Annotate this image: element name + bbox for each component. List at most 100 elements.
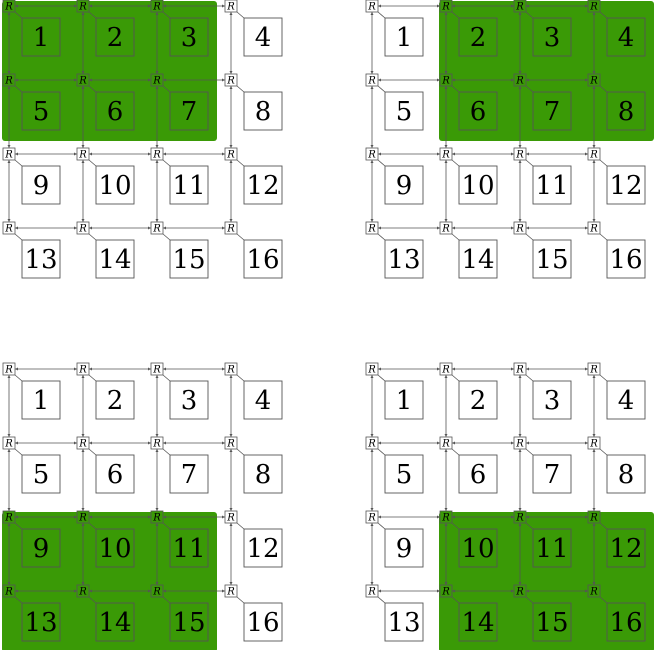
node-label: 9 bbox=[396, 534, 413, 564]
router: R bbox=[150, 221, 164, 235]
router: R bbox=[76, 147, 90, 161]
router: R bbox=[587, 584, 601, 598]
node-7: 7 bbox=[169, 454, 209, 494]
node-label: 8 bbox=[255, 460, 272, 490]
node-label: 1 bbox=[33, 386, 50, 416]
node-14: 14 bbox=[458, 602, 498, 642]
router-label: R bbox=[4, 365, 13, 376]
router: R bbox=[2, 436, 16, 450]
router-label: R bbox=[589, 587, 598, 598]
router: R bbox=[587, 147, 601, 161]
node-label: 10 bbox=[461, 171, 494, 201]
node-1: 1 bbox=[21, 17, 61, 57]
node-label: 15 bbox=[172, 608, 205, 638]
router: R bbox=[76, 221, 90, 235]
router: R bbox=[2, 510, 16, 524]
router-node-link bbox=[14, 374, 23, 382]
router-node-link bbox=[14, 85, 23, 93]
node-label: 1 bbox=[396, 386, 413, 416]
router-node-link bbox=[162, 596, 171, 604]
router-label: R bbox=[4, 513, 13, 524]
node-label: 3 bbox=[544, 386, 561, 416]
node-14: 14 bbox=[95, 602, 135, 642]
router-label: R bbox=[589, 76, 598, 87]
router: R bbox=[224, 0, 238, 13]
router: R bbox=[439, 221, 453, 235]
node-15: 15 bbox=[532, 602, 572, 642]
node-6: 6 bbox=[458, 454, 498, 494]
router-label: R bbox=[78, 365, 87, 376]
router: R bbox=[513, 0, 527, 13]
router-node-link bbox=[14, 159, 23, 167]
router: R bbox=[439, 73, 453, 87]
router-node-link bbox=[162, 448, 171, 456]
router-node-link bbox=[525, 159, 534, 167]
router-node-link bbox=[525, 11, 534, 19]
node-label: 11 bbox=[535, 171, 568, 201]
node-label: 13 bbox=[24, 608, 57, 638]
router-node-link bbox=[88, 448, 97, 456]
router-node-link bbox=[236, 11, 245, 19]
router-label: R bbox=[515, 224, 524, 235]
node-3: 3 bbox=[169, 380, 209, 420]
router: R bbox=[513, 147, 527, 161]
router: R bbox=[365, 510, 379, 524]
router-node-link bbox=[599, 448, 608, 456]
node-10: 10 bbox=[95, 165, 135, 205]
node-label: 10 bbox=[461, 534, 494, 564]
node-1: 1 bbox=[384, 17, 424, 57]
router-label: R bbox=[441, 76, 450, 87]
router: R bbox=[224, 73, 238, 87]
router-label: R bbox=[515, 587, 524, 598]
router: R bbox=[365, 73, 379, 87]
router-label: R bbox=[78, 439, 87, 450]
router-label: R bbox=[441, 224, 450, 235]
node-label: 6 bbox=[107, 97, 124, 127]
node-7: 7 bbox=[169, 91, 209, 131]
node-label: 2 bbox=[470, 386, 487, 416]
router-node-link bbox=[377, 522, 386, 530]
node-label: 12 bbox=[609, 534, 642, 564]
node-5: 5 bbox=[21, 454, 61, 494]
router-node-link bbox=[162, 522, 171, 530]
node-label: 9 bbox=[33, 171, 50, 201]
node-label: 3 bbox=[181, 386, 198, 416]
router-label: R bbox=[152, 587, 161, 598]
node-label: 14 bbox=[98, 245, 131, 275]
node-7: 7 bbox=[532, 91, 572, 131]
node-7: 7 bbox=[532, 454, 572, 494]
router-node-link bbox=[236, 596, 245, 604]
router-label: R bbox=[152, 513, 161, 524]
node-9: 9 bbox=[384, 528, 424, 568]
node-label: 5 bbox=[33, 460, 50, 490]
node-9: 9 bbox=[21, 528, 61, 568]
router-node-link bbox=[451, 11, 460, 19]
node-label: 2 bbox=[107, 386, 124, 416]
node-label: 4 bbox=[618, 23, 635, 53]
router: R bbox=[2, 584, 16, 598]
router-node-link bbox=[377, 596, 386, 604]
router-node-link bbox=[236, 159, 245, 167]
router-label: R bbox=[226, 76, 235, 87]
router-node-link bbox=[599, 233, 608, 241]
node-label: 11 bbox=[172, 534, 205, 564]
node-label: 9 bbox=[396, 171, 413, 201]
router-label: R bbox=[441, 2, 450, 13]
router-label: R bbox=[515, 76, 524, 87]
router-label: R bbox=[367, 224, 376, 235]
router-node-link bbox=[236, 374, 245, 382]
router-node-link bbox=[599, 596, 608, 604]
node-4: 4 bbox=[606, 17, 646, 57]
router: R bbox=[439, 362, 453, 376]
router-node-link bbox=[377, 11, 386, 19]
node-13: 13 bbox=[384, 239, 424, 279]
router-node-link bbox=[599, 522, 608, 530]
node-3: 3 bbox=[169, 17, 209, 57]
router: R bbox=[224, 510, 238, 524]
router-label: R bbox=[78, 513, 87, 524]
node-12: 12 bbox=[243, 165, 283, 205]
node-12: 12 bbox=[606, 528, 646, 568]
node-label: 4 bbox=[618, 386, 635, 416]
